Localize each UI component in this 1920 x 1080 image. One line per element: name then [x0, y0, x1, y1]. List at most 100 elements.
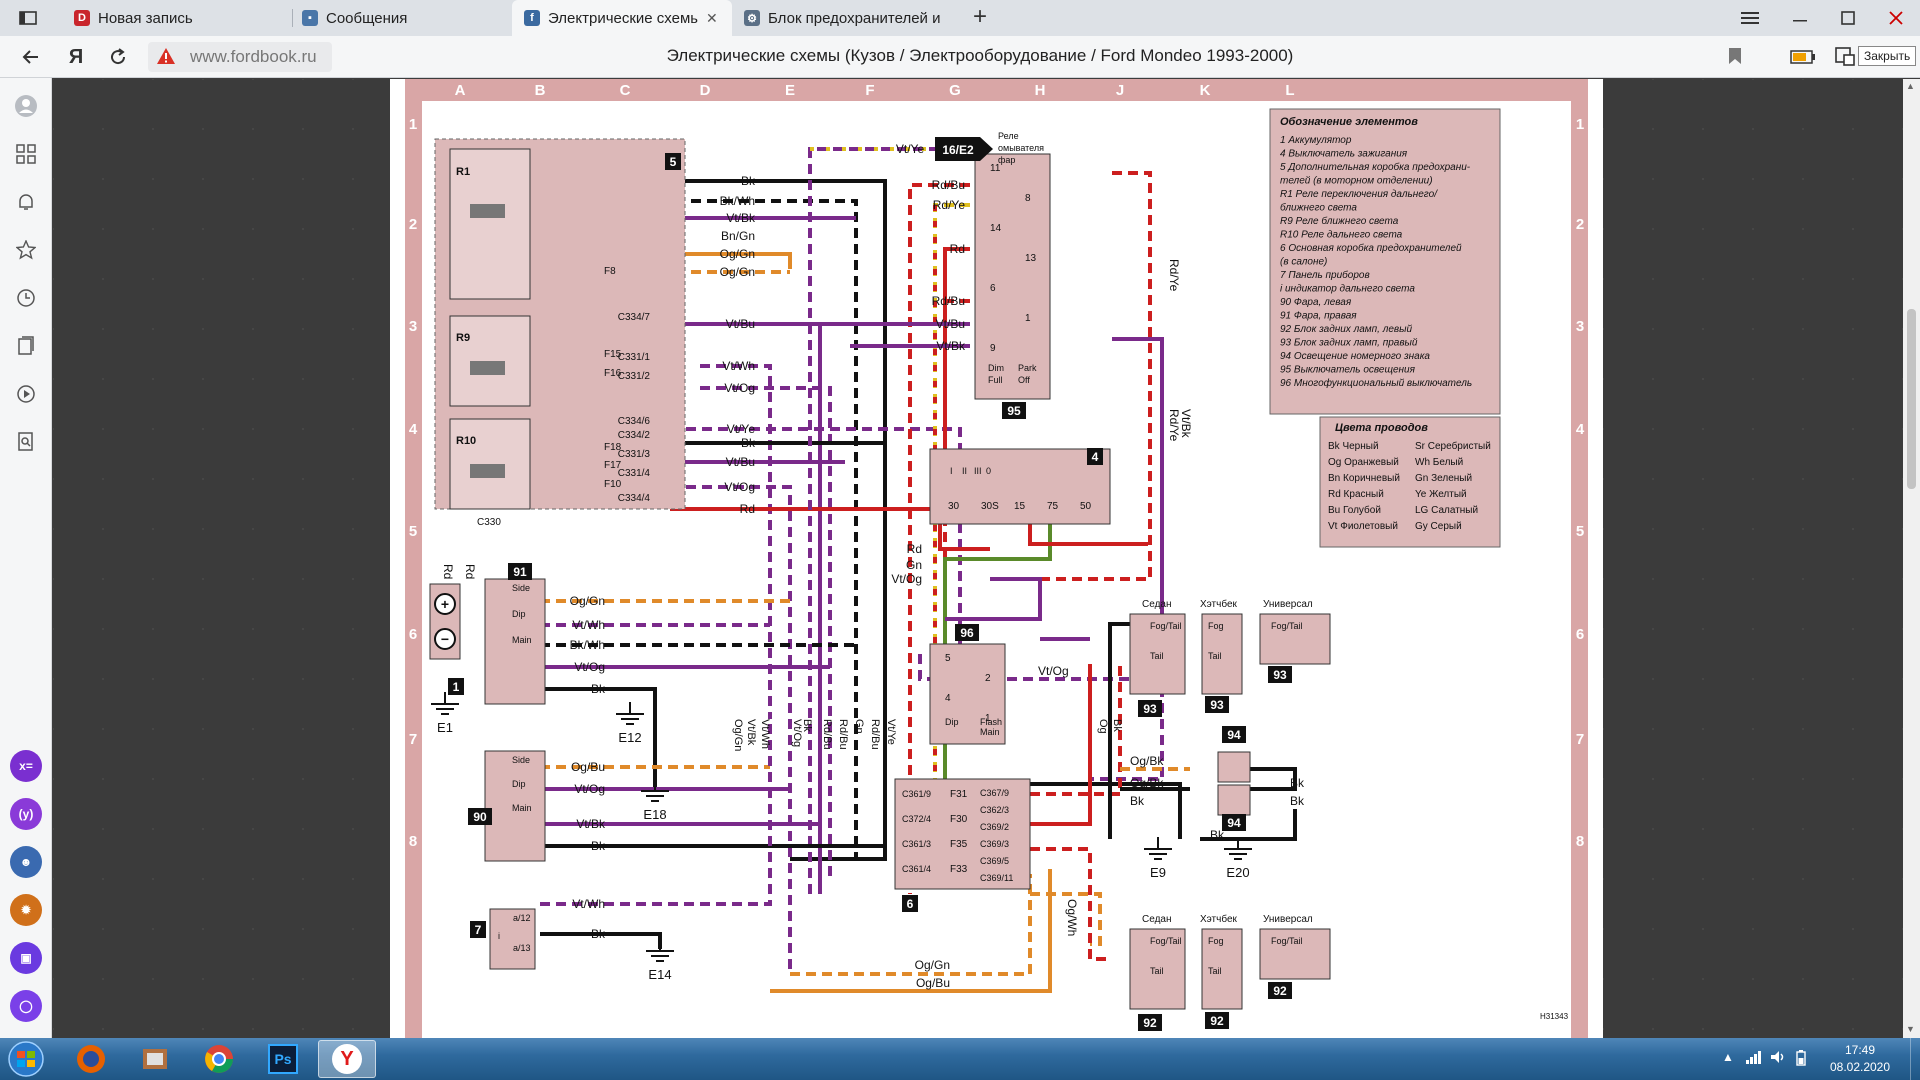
tab-messages[interactable]: ▪ Сообщения	[302, 0, 502, 36]
legend-item: 94 Освещение номерного знака	[1280, 351, 1430, 362]
minimize-icon[interactable]	[1776, 0, 1824, 36]
volume-icon[interactable]	[1770, 1050, 1786, 1067]
search-doc-icon[interactable]	[14, 430, 38, 454]
lamp-label: Tail	[1208, 966, 1222, 976]
collections-icon[interactable]	[14, 334, 38, 358]
scrollbar-thumb[interactable]	[1907, 309, 1916, 489]
legend-item: (в салоне)	[1280, 257, 1327, 268]
component-ref-badge	[1138, 1014, 1162, 1031]
switch-label: Dip	[945, 717, 959, 727]
menu-icon[interactable]	[1726, 0, 1774, 36]
tab-label: Электрические схемы (	[548, 9, 698, 27]
legend-item: ближнего света	[1280, 202, 1357, 214]
tab-electrical-schemes[interactable]: f Электрические схемы ( ✕	[512, 0, 732, 36]
color-code: Ye Желтый	[1415, 489, 1467, 500]
ground-symbol	[616, 702, 644, 725]
terminal-label: 1	[1025, 313, 1031, 324]
lamp-label: Tail	[1208, 651, 1222, 661]
tail-lamp-hatch-l	[1201, 928, 1243, 1010]
back-icon[interactable]	[16, 44, 44, 70]
battery-icon[interactable]	[1790, 50, 1816, 64]
wire-label: Vt/Og	[1038, 664, 1069, 678]
fuse-label: F15	[604, 349, 622, 360]
relay-ref: 16/E2	[942, 143, 974, 157]
tail-lamp-wagon-r	[1259, 613, 1331, 665]
wire-label: Vt/Og	[574, 782, 605, 796]
wire-label: Vt/Ye	[896, 142, 925, 156]
sidebar-toggle-icon[interactable]	[10, 8, 44, 28]
new-tab-button[interactable]: +	[972, 3, 987, 30]
apps-grid-icon[interactable]	[14, 142, 38, 166]
wire-label: Vt/Og	[791, 719, 803, 747]
profile-icon[interactable]	[14, 94, 38, 118]
show-desktop-button[interactable]	[1910, 1038, 1920, 1080]
url-text[interactable]: www.fordbook.ru	[190, 47, 317, 66]
paint-icon[interactable]	[126, 1040, 184, 1078]
bookmark-icon[interactable]	[1728, 47, 1742, 65]
app-icon-3[interactable]: ☻	[10, 846, 42, 878]
legend-item: 93 Блок задних ламп, правый	[1280, 338, 1418, 349]
lamp-label: Fog/Tail	[1271, 621, 1303, 631]
app-icon-1[interactable]: x=	[10, 750, 42, 782]
vertical-scrollbar[interactable]: ▲ ▼	[1903, 79, 1920, 1038]
app-icon-2[interactable]: (y)	[10, 798, 42, 830]
photoshop-icon[interactable]: Ps	[254, 1040, 312, 1078]
firefox-icon[interactable]	[62, 1040, 120, 1078]
alice-icon[interactable]: ◯	[10, 990, 42, 1022]
grid-row-label: 5	[1576, 523, 1584, 540]
tray-expand-icon[interactable]: ▲	[1722, 1050, 1734, 1064]
connector-label: C331/1	[618, 352, 651, 363]
fuse-label: F31	[950, 789, 968, 800]
maximize-icon[interactable]	[1824, 0, 1872, 36]
close-tab-icon[interactable]: ✕	[706, 9, 718, 26]
connector-label: C334/2	[618, 430, 651, 441]
start-button-icon[interactable]	[6, 1040, 46, 1078]
scroll-down-icon[interactable]: ▼	[1906, 1024, 1915, 1034]
taskbar: Ps Y ▲ 17:49 08.02.2020	[0, 1038, 1920, 1080]
tail-lamp-sedan-r	[1129, 613, 1186, 695]
grid-column-label: L	[1285, 82, 1294, 99]
connector-label: C362/3	[980, 805, 1009, 815]
clock-time: 17:49	[1844, 1043, 1876, 1057]
star-icon[interactable]	[14, 238, 38, 262]
warning-icon[interactable]	[156, 47, 176, 65]
extension-icon[interactable]	[1834, 45, 1856, 67]
switch-label: Main	[980, 727, 1000, 737]
tab-new-post[interactable]: D Новая запись	[74, 0, 284, 36]
yandex-logo-icon[interactable]: Я	[68, 45, 84, 68]
relay-ref-arrow	[935, 137, 993, 161]
reload-icon[interactable]	[104, 44, 132, 70]
chrome-icon[interactable]	[190, 1040, 248, 1078]
bell-icon[interactable]	[14, 190, 38, 214]
component-ref: 93	[1210, 698, 1224, 712]
ground-symbol	[1224, 837, 1252, 860]
network-icon[interactable]	[1746, 1050, 1762, 1067]
terminal-label: 6	[990, 283, 996, 294]
wire-label: Vt/Bk	[726, 211, 756, 225]
battery-tray-icon[interactable]	[1796, 1050, 1806, 1069]
headlamp-left-90	[484, 750, 546, 862]
wire-label: Bk/Wh	[570, 638, 605, 652]
history-icon[interactable]	[14, 286, 38, 310]
lamp-label: Fog/Tail	[1271, 936, 1303, 946]
photoshop-label: Ps	[268, 1044, 298, 1074]
scroll-up-icon[interactable]: ▲	[1906, 81, 1915, 91]
ground-label: E1	[437, 720, 453, 735]
tab-fuse-box[interactable]: ⚙ Блок предохранителей и	[744, 0, 944, 36]
address-bar: Я www.fordbook.ru Электрические схемы (К…	[0, 36, 1920, 78]
clock[interactable]: 17:49 08.02.2020	[1818, 1042, 1902, 1076]
url-field[interactable]	[148, 42, 332, 72]
yandex-browser-icon[interactable]: Y	[318, 1040, 376, 1078]
video-icon[interactable]	[14, 382, 38, 406]
close-window-icon[interactable]	[1872, 0, 1920, 36]
browser-sidebar: x= (y) ☻ ✹ ▣ ◯	[0, 78, 52, 1038]
grid-row-label: 6	[409, 626, 417, 643]
app-icon-4[interactable]: ✹	[10, 894, 42, 926]
fuse-label: F8	[604, 266, 616, 277]
connector-label: C334/7	[618, 312, 651, 323]
ground-label: E12	[618, 730, 641, 745]
app-icon-5[interactable]: ▣	[10, 942, 42, 974]
terminal-label: 75	[1047, 501, 1059, 512]
connector-label: C331/3	[618, 449, 651, 460]
